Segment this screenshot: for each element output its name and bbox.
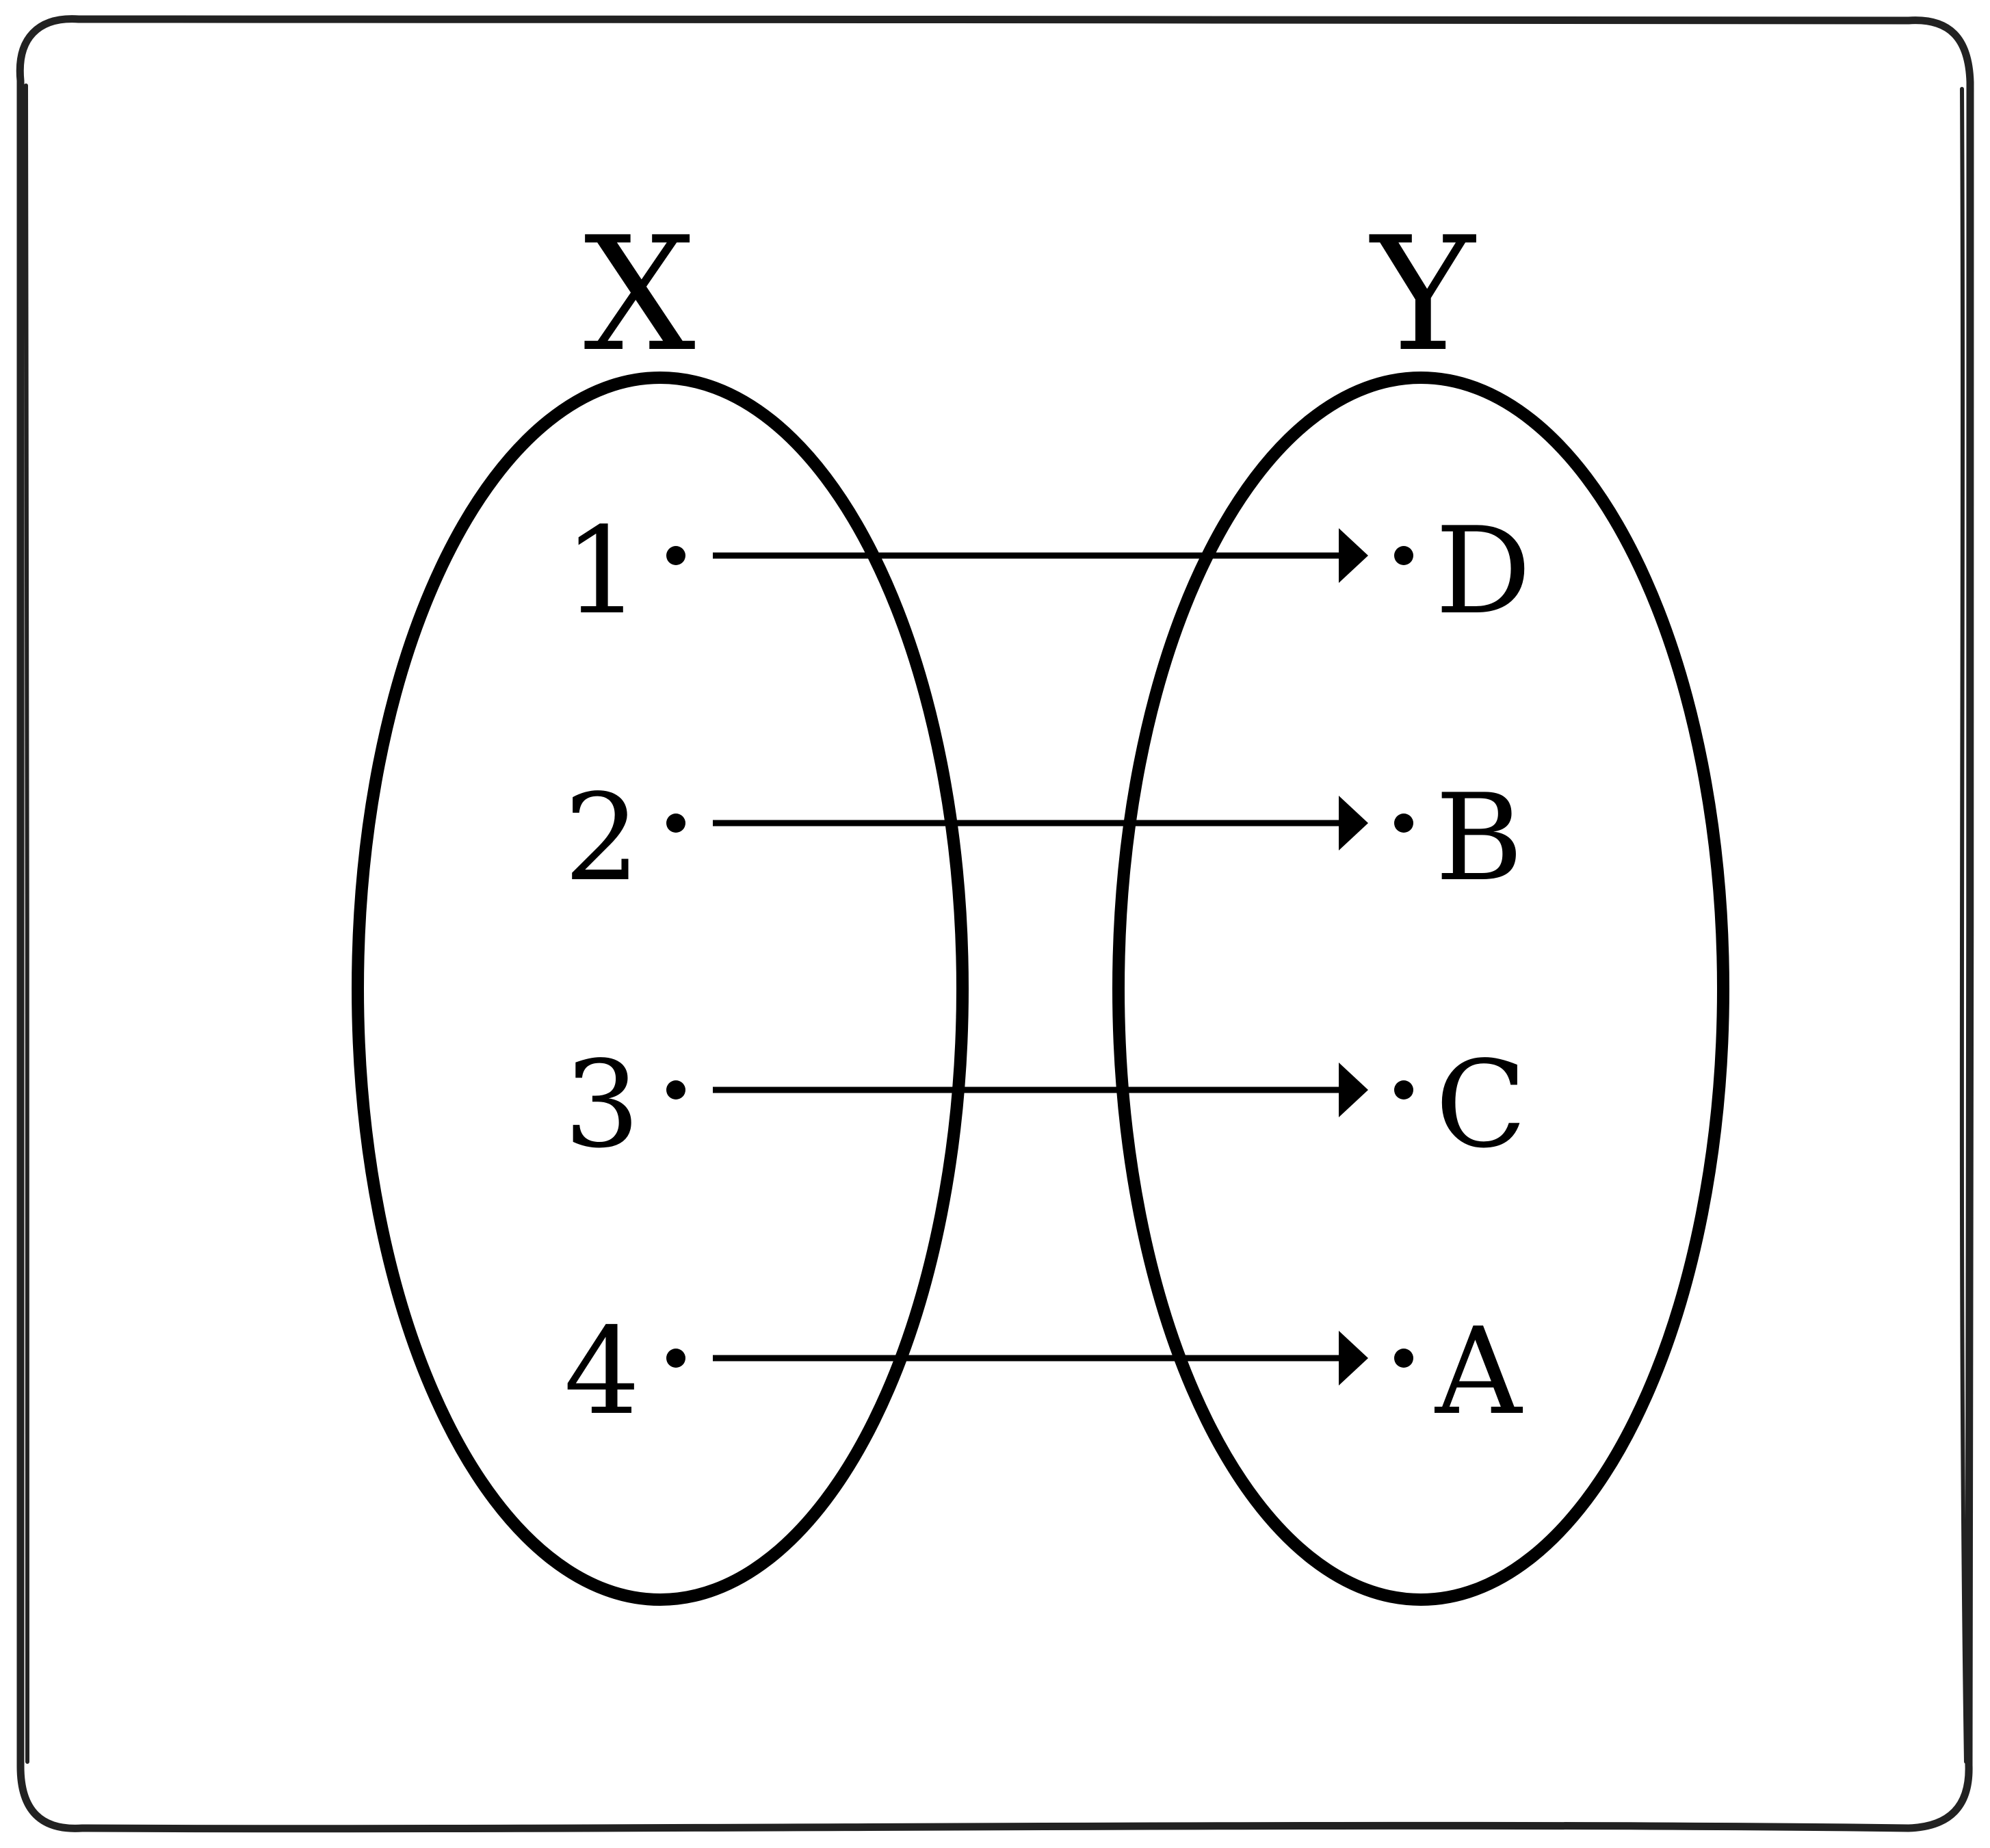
arrow-head <box>1339 1063 1368 1117</box>
arrow-head <box>1339 528 1368 583</box>
codomain-point <box>1394 1080 1413 1099</box>
set-y-ellipse <box>1112 372 1729 1606</box>
domain-point <box>666 1349 685 1368</box>
domain-point <box>666 814 685 833</box>
domain-point <box>666 546 685 565</box>
frame <box>15 15 1975 1833</box>
domain-point <box>666 1080 685 1099</box>
mapping-row: 4 A <box>564 1303 1523 1442</box>
domain-element-label: 4 <box>564 1303 640 1442</box>
domain-element-label: 3 <box>564 1036 640 1175</box>
codomain-point <box>1394 1349 1413 1368</box>
set-x-ellipse <box>352 372 969 1606</box>
codomain-element-label: B <box>1435 769 1523 908</box>
domain-element-label: 2 <box>564 769 640 908</box>
set-y-label: Y <box>1369 204 1476 387</box>
codomain-element-label: A <box>1434 1303 1523 1442</box>
codomain-point <box>1394 546 1413 565</box>
arrow-head <box>1339 1331 1368 1385</box>
codomain-point <box>1394 814 1413 833</box>
mapping-row: 1 D <box>564 502 1531 641</box>
set-x-label: X <box>584 204 696 387</box>
codomain-element-label: C <box>1435 1036 1527 1175</box>
mapping-row: 2 B <box>564 769 1523 908</box>
arrow-head <box>1339 796 1368 850</box>
codomain-element-label: D <box>1435 502 1531 641</box>
mapping-row: 3 C <box>564 1036 1527 1175</box>
domain-element-label: 1 <box>564 502 640 641</box>
